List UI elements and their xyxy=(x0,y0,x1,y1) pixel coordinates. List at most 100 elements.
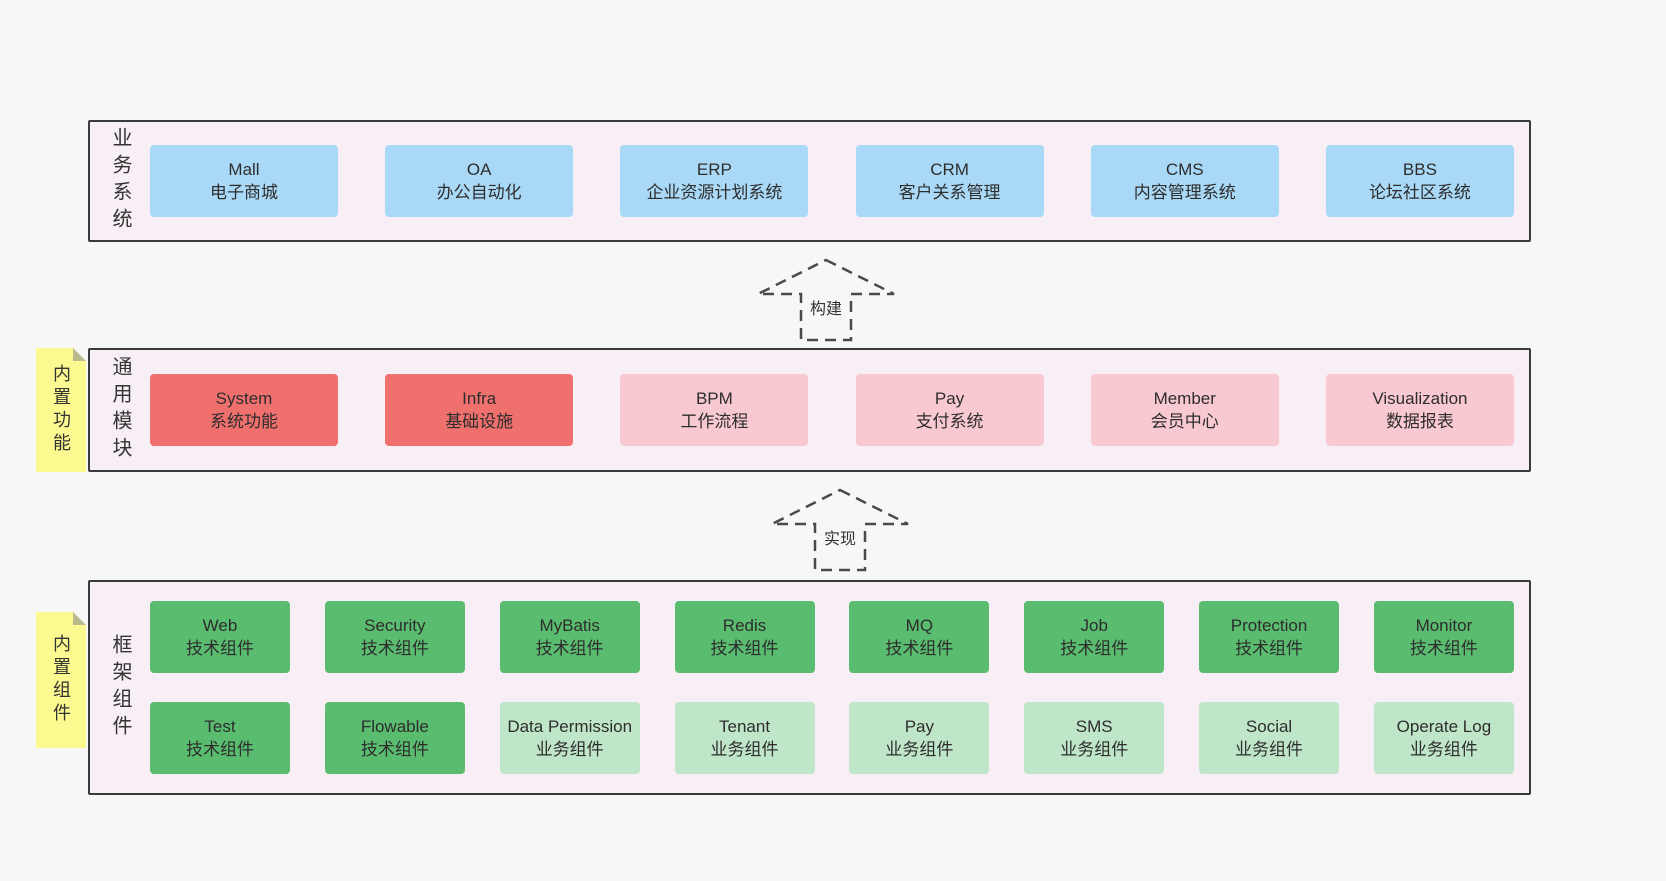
layer-label-business: 业务系统 xyxy=(109,127,131,235)
box-monitor: Monitor 技术组件 xyxy=(1373,601,1514,673)
box-test: Test 技术组件 xyxy=(150,702,290,774)
box-title: Infra xyxy=(462,389,497,408)
box-title: CRM xyxy=(930,160,969,179)
box-subtitle: 技术组件 xyxy=(360,740,429,759)
box-subtitle: 工作流程 xyxy=(680,412,749,431)
box-subtitle: 基础设施 xyxy=(445,412,514,431)
box-web: Web 技术组件 xyxy=(150,601,290,673)
box-title: Data Permission xyxy=(507,717,633,736)
box-subtitle: 业务组件 xyxy=(535,740,604,759)
box-system: System 系统功能 xyxy=(150,374,338,446)
business-boxes: Mall 电子商城 OA 办公自动化 ERP 企业资源计划系统 CRM 客户关系… xyxy=(144,145,1529,217)
box-title: SMS xyxy=(1075,717,1113,736)
box-title: CMS xyxy=(1165,160,1204,179)
box-subtitle: 电子商城 xyxy=(210,183,278,202)
box-operate-log: Operate Log 业务组件 xyxy=(1373,702,1514,774)
box-bpm: BPM 工作流程 xyxy=(620,374,809,446)
box-title: Pay xyxy=(934,389,965,408)
box-title: Flowable xyxy=(360,717,429,736)
box-subtitle: 技术组件 xyxy=(885,639,954,658)
box-mq: MQ 技术组件 xyxy=(849,601,990,673)
box-subtitle: 内容管理系统 xyxy=(1133,183,1236,202)
box-subtitle: 业务组件 xyxy=(1060,740,1129,759)
box-subtitle: 业务组件 xyxy=(1409,740,1478,759)
box-subtitle: 技术组件 xyxy=(535,639,604,658)
layer-common-modules: 通用模块 System 系统功能 Infra 基础设施 BPM 工作流程 Pay… xyxy=(88,348,1531,472)
layer-business-systems: 业务系统 Mall 电子商城 OA 办公自动化 ERP 企业资源计划系统 CRM… xyxy=(88,120,1531,242)
box-title: Monitor xyxy=(1415,616,1473,635)
box-redis: Redis 技术组件 xyxy=(674,601,815,673)
box-title: Test xyxy=(204,717,236,736)
implement-arrow-label: 实现 xyxy=(823,531,856,548)
box-social: Social 业务组件 xyxy=(1199,702,1340,774)
box-title: Security xyxy=(364,616,426,635)
box-subtitle: 业务组件 xyxy=(1235,740,1304,759)
box-subtitle: 论坛社区系统 xyxy=(1368,183,1471,202)
box-subtitle: 业务组件 xyxy=(710,740,779,759)
box-tenant: Tenant 业务组件 xyxy=(674,702,815,774)
box-title: ERP xyxy=(696,160,732,179)
box-title: MyBatis xyxy=(539,616,600,635)
module-boxes: System 系统功能 Infra 基础设施 BPM 工作流程 Pay 支付系统… xyxy=(144,374,1529,446)
layer-framework-components: 框架组件 Web 技术组件 Security 技术组件 MyBatis 技术组件… xyxy=(88,580,1531,795)
build-arrow-label: 构建 xyxy=(809,301,842,318)
note-text: 内置组件 xyxy=(51,634,71,726)
box-bbs: BBS 论坛社区系统 xyxy=(1325,145,1514,217)
box-subtitle: 技术组件 xyxy=(1060,639,1129,658)
box-crm: CRM 客户关系管理 xyxy=(855,145,1044,217)
box-title: System xyxy=(215,389,273,408)
box-title: Operate Log xyxy=(1396,717,1492,736)
box-job: Job 技术组件 xyxy=(1024,601,1165,673)
box-title: BBS xyxy=(1402,160,1437,179)
box-pay-module: Pay 支付系统 xyxy=(855,374,1044,446)
box-title: Tenant xyxy=(719,717,771,736)
box-oa: OA 办公自动化 xyxy=(385,145,574,217)
box-protection: Protection 技术组件 xyxy=(1199,601,1340,673)
implement-arrow: 实现 xyxy=(770,487,910,573)
box-title: MQ xyxy=(905,616,934,635)
box-flowable: Flowable 技术组件 xyxy=(324,702,465,774)
box-subtitle: 支付系统 xyxy=(915,412,984,431)
box-title: OA xyxy=(466,160,492,179)
box-title: Web xyxy=(202,616,238,635)
box-title: Redis xyxy=(722,616,767,635)
layer-label-components: 框架组件 xyxy=(109,633,131,742)
up-arrow-icon xyxy=(771,488,909,572)
box-subtitle: 办公自动化 xyxy=(436,183,522,202)
sticky-note-built-in-features: 内置功能 xyxy=(36,348,86,472)
box-title: Visualization xyxy=(1372,389,1468,408)
box-visualization: Visualization 数据报表 xyxy=(1325,374,1514,446)
sticky-note-built-in-components: 内置组件 xyxy=(36,612,86,748)
box-subtitle: 业务组件 xyxy=(885,740,954,759)
box-subtitle: 客户关系管理 xyxy=(898,183,1001,202)
box-data-permission: Data Permission 业务组件 xyxy=(499,702,640,774)
box-mybatis: MyBatis 技术组件 xyxy=(499,601,640,673)
box-title: Protection xyxy=(1230,616,1308,635)
box-subtitle: 系统功能 xyxy=(210,412,278,431)
box-pay-component: Pay 业务组件 xyxy=(849,702,990,774)
box-security: Security 技术组件 xyxy=(324,601,465,673)
box-title: Member xyxy=(1153,389,1216,408)
box-title: BPM xyxy=(695,389,733,408)
up-arrow-icon xyxy=(757,258,895,342)
build-arrow: 构建 xyxy=(756,257,896,343)
box-title: Social xyxy=(1245,717,1293,736)
box-subtitle: 技术组件 xyxy=(1235,639,1304,658)
box-cms: CMS 内容管理系统 xyxy=(1090,145,1279,217)
box-title: Pay xyxy=(904,717,935,736)
component-boxes: Web 技术组件 Security 技术组件 MyBatis 技术组件 Redi… xyxy=(144,601,1529,774)
box-infra: Infra 基础设施 xyxy=(385,374,574,446)
note-text: 内置功能 xyxy=(51,364,71,456)
box-sms: SMS 业务组件 xyxy=(1024,702,1165,774)
box-member: Member 会员中心 xyxy=(1090,374,1279,446)
layer-label-modules: 通用模块 xyxy=(109,356,131,464)
box-subtitle: 会员中心 xyxy=(1150,412,1219,431)
box-subtitle: 技术组件 xyxy=(186,639,254,658)
box-subtitle: 企业资源计划系统 xyxy=(646,183,783,202)
box-erp: ERP 企业资源计划系统 xyxy=(620,145,809,217)
box-subtitle: 技术组件 xyxy=(186,740,254,759)
box-title: Job xyxy=(1080,616,1108,635)
box-subtitle: 数据报表 xyxy=(1385,412,1454,431)
box-mall: Mall 电子商城 xyxy=(150,145,338,217)
